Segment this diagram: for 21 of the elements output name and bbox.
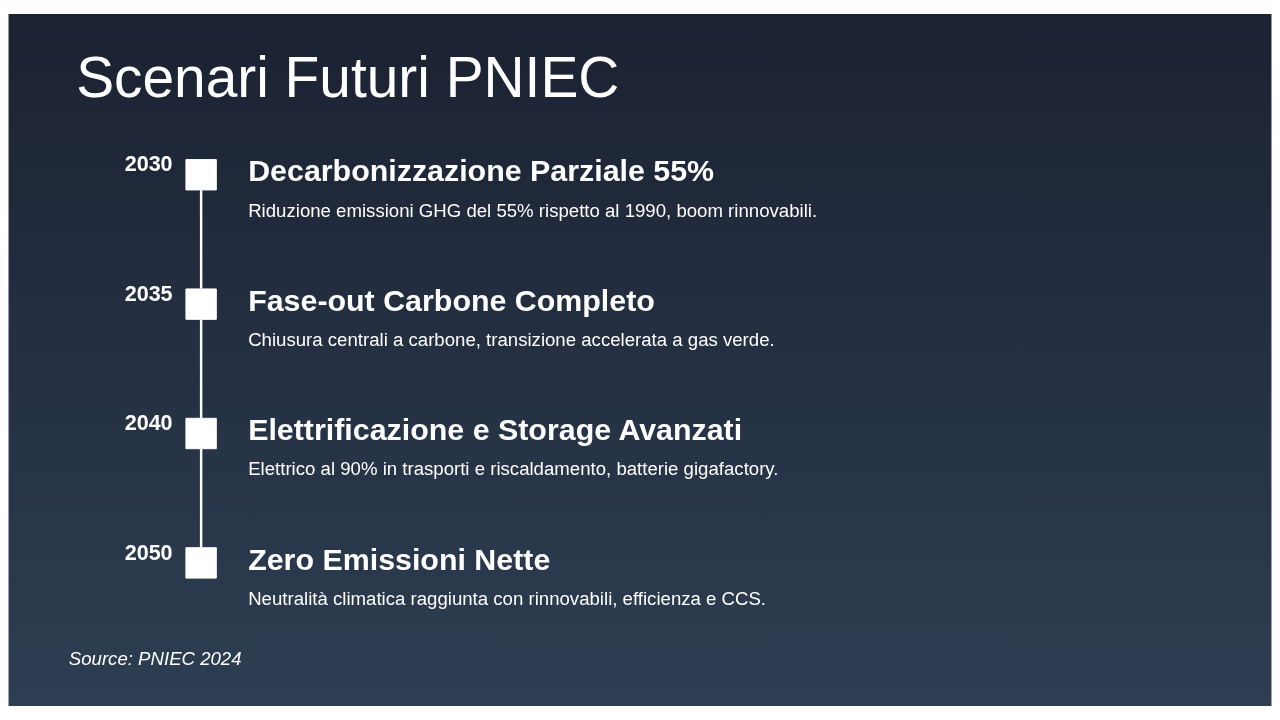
node-box [185, 159, 217, 191]
node-box [185, 288, 217, 320]
node-label: 2040 [124, 410, 173, 436]
node-label: 2035 [124, 280, 173, 306]
node-label: 2050 [124, 539, 173, 565]
node-label: Neutralità climatica raggiunta con rinnovabili, efficienza e CCS. [248, 587, 767, 609]
node-box [185, 417, 217, 450]
node-label: Riduzione emissioni GHG del 55% rispetto al 1990, boom rinnovabili. [248, 199, 818, 221]
connector [199, 190, 203, 289]
node-label: Elettrico al 90% in trasporti e riscaldamento, batterie gigafactory. [248, 458, 779, 480]
connector [199, 448, 203, 548]
node-label: Elettrificazione e Storage Avanzati [248, 412, 743, 447]
node-label: Fase-out Carbone Completo [248, 282, 655, 317]
diagram-title: Scenari Futuri PNIEC [76, 45, 620, 109]
node-label: 2030 [124, 151, 173, 177]
node-label: Chiusura centrali a carbone, transizione accelerata a gas verde. [248, 328, 775, 350]
node-label: Decarbonizzazione Parziale 55% [248, 153, 715, 188]
caption: Source: PNIEC 2024 [68, 647, 242, 669]
node-box [185, 547, 217, 579]
connector [199, 319, 203, 418]
node-label: Zero Emissioni Nette [248, 541, 551, 576]
